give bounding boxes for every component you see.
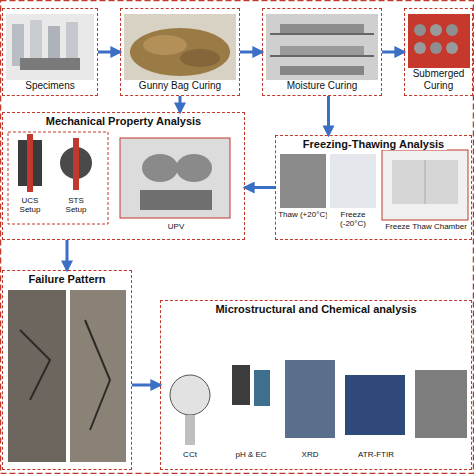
process-box: Submerged Curing: [404, 8, 473, 96]
specimen-molds: [6, 14, 94, 80]
moisture-room-photo-part: [280, 66, 364, 75]
process-box: Specimens: [2, 8, 98, 96]
photo-caption: pH & EC: [226, 450, 276, 459]
instrument-photos-part: [285, 360, 335, 438]
node-label: Gunny Bag Curing: [136, 80, 224, 92]
test-setups-part: [142, 154, 178, 182]
gunny-bag-photo-part: [124, 14, 236, 80]
flow-arrow: [179, 96, 182, 112]
instrument-photos-part: [170, 375, 210, 415]
flow-arrow: [66, 240, 69, 270]
flow-arrow: [245, 186, 275, 189]
node-label: Moisture Curing: [284, 80, 361, 92]
process-box: Moisture Curing: [262, 8, 382, 96]
test-setups-part: [27, 134, 33, 192]
failure-pattern-photos: [8, 290, 126, 462]
test-setups-part: [8, 132, 108, 224]
gunny-bag-photo-part: [143, 35, 187, 55]
freeze-thaw-photos-part: [280, 154, 326, 208]
node-label: Submerged Curing: [405, 68, 472, 92]
submerged-tank-photo-part: [446, 24, 458, 36]
node-label: Failure Pattern: [25, 273, 108, 285]
submerged-tank-photo-part: [414, 24, 426, 36]
moisture-room-photo-part: [280, 24, 364, 33]
instrument-photos-part: [185, 415, 195, 445]
photo-caption: Thaw (+20°C): [277, 210, 329, 219]
gunny-bag-photo: [124, 14, 236, 80]
specimen-molds-part: [6, 14, 94, 80]
instrument-photos-part: [345, 375, 405, 435]
flow-arrow: [240, 51, 262, 54]
moisture-room-photo-part: [270, 33, 374, 35]
test-setups-part: [140, 190, 212, 210]
failure-pattern-photos-part: [20, 320, 110, 430]
flow-arrow: [382, 51, 404, 54]
instrument-photos-part: [254, 370, 270, 406]
submerged-tank-photo-part: [430, 24, 442, 36]
instrument-photos-part: [232, 365, 250, 405]
gunny-bag-photo-part: [180, 49, 220, 67]
submerged-tank-photo-part: [414, 42, 426, 54]
node-label: Freezing-Thawing Analysis: [300, 138, 447, 150]
freeze-thaw-photos-part: [382, 150, 468, 220]
instrument-photos: [170, 360, 467, 445]
photo-caption: XRD: [290, 450, 330, 459]
process-box: Gunny Bag Curing: [120, 8, 240, 96]
group-box: Mechanical Property Analysis: [2, 112, 245, 240]
photo-caption: STS Setup: [58, 196, 94, 214]
photo-caption: Freeze Thaw Chamber: [384, 222, 468, 231]
photo-caption: UCS Setup: [12, 196, 48, 214]
test-setups-part: [176, 154, 212, 182]
failure-pattern-photos-part: [8, 290, 66, 462]
test-setups-part: [120, 138, 230, 218]
instrument-photos-part: [415, 370, 467, 438]
moisture-room-photo-part: [280, 46, 364, 55]
photo-caption: ATR-FTIR: [346, 450, 406, 459]
freeze-thaw-photos-part: [392, 160, 458, 204]
failure-pattern-photos-part: [70, 290, 126, 462]
flow-arrow: [98, 51, 120, 54]
group-box: Microstructural and Chemical analysis: [160, 300, 472, 470]
photo-caption: CCt: [172, 450, 208, 459]
flow-arrow: [327, 96, 330, 135]
photo-caption: Freeze (-20°C): [327, 210, 379, 228]
node-label: Mechanical Property Analysis: [43, 115, 205, 127]
moisture-room-photo: [266, 14, 378, 80]
flow-arrow: [132, 384, 160, 387]
submerged-tank-photo-part: [430, 42, 442, 54]
photo-caption: UPV: [160, 222, 192, 231]
freeze-thaw-photos-part: [330, 154, 376, 208]
submerged-tank-photo-part: [446, 42, 458, 54]
moisture-room-photo-part: [266, 14, 378, 80]
group-box: Failure Pattern: [2, 270, 132, 470]
node-label: Microstructural and Chemical analysis: [212, 303, 419, 315]
freeze-thaw-photos-part: [425, 160, 426, 204]
specimen-molds-part: [20, 58, 80, 70]
node-label: Specimens: [22, 80, 77, 92]
gunny-bag-photo-part: [130, 28, 230, 76]
moisture-room-photo-part: [270, 55, 374, 57]
test-setups-part: [73, 138, 79, 190]
test-setups: [8, 132, 230, 224]
